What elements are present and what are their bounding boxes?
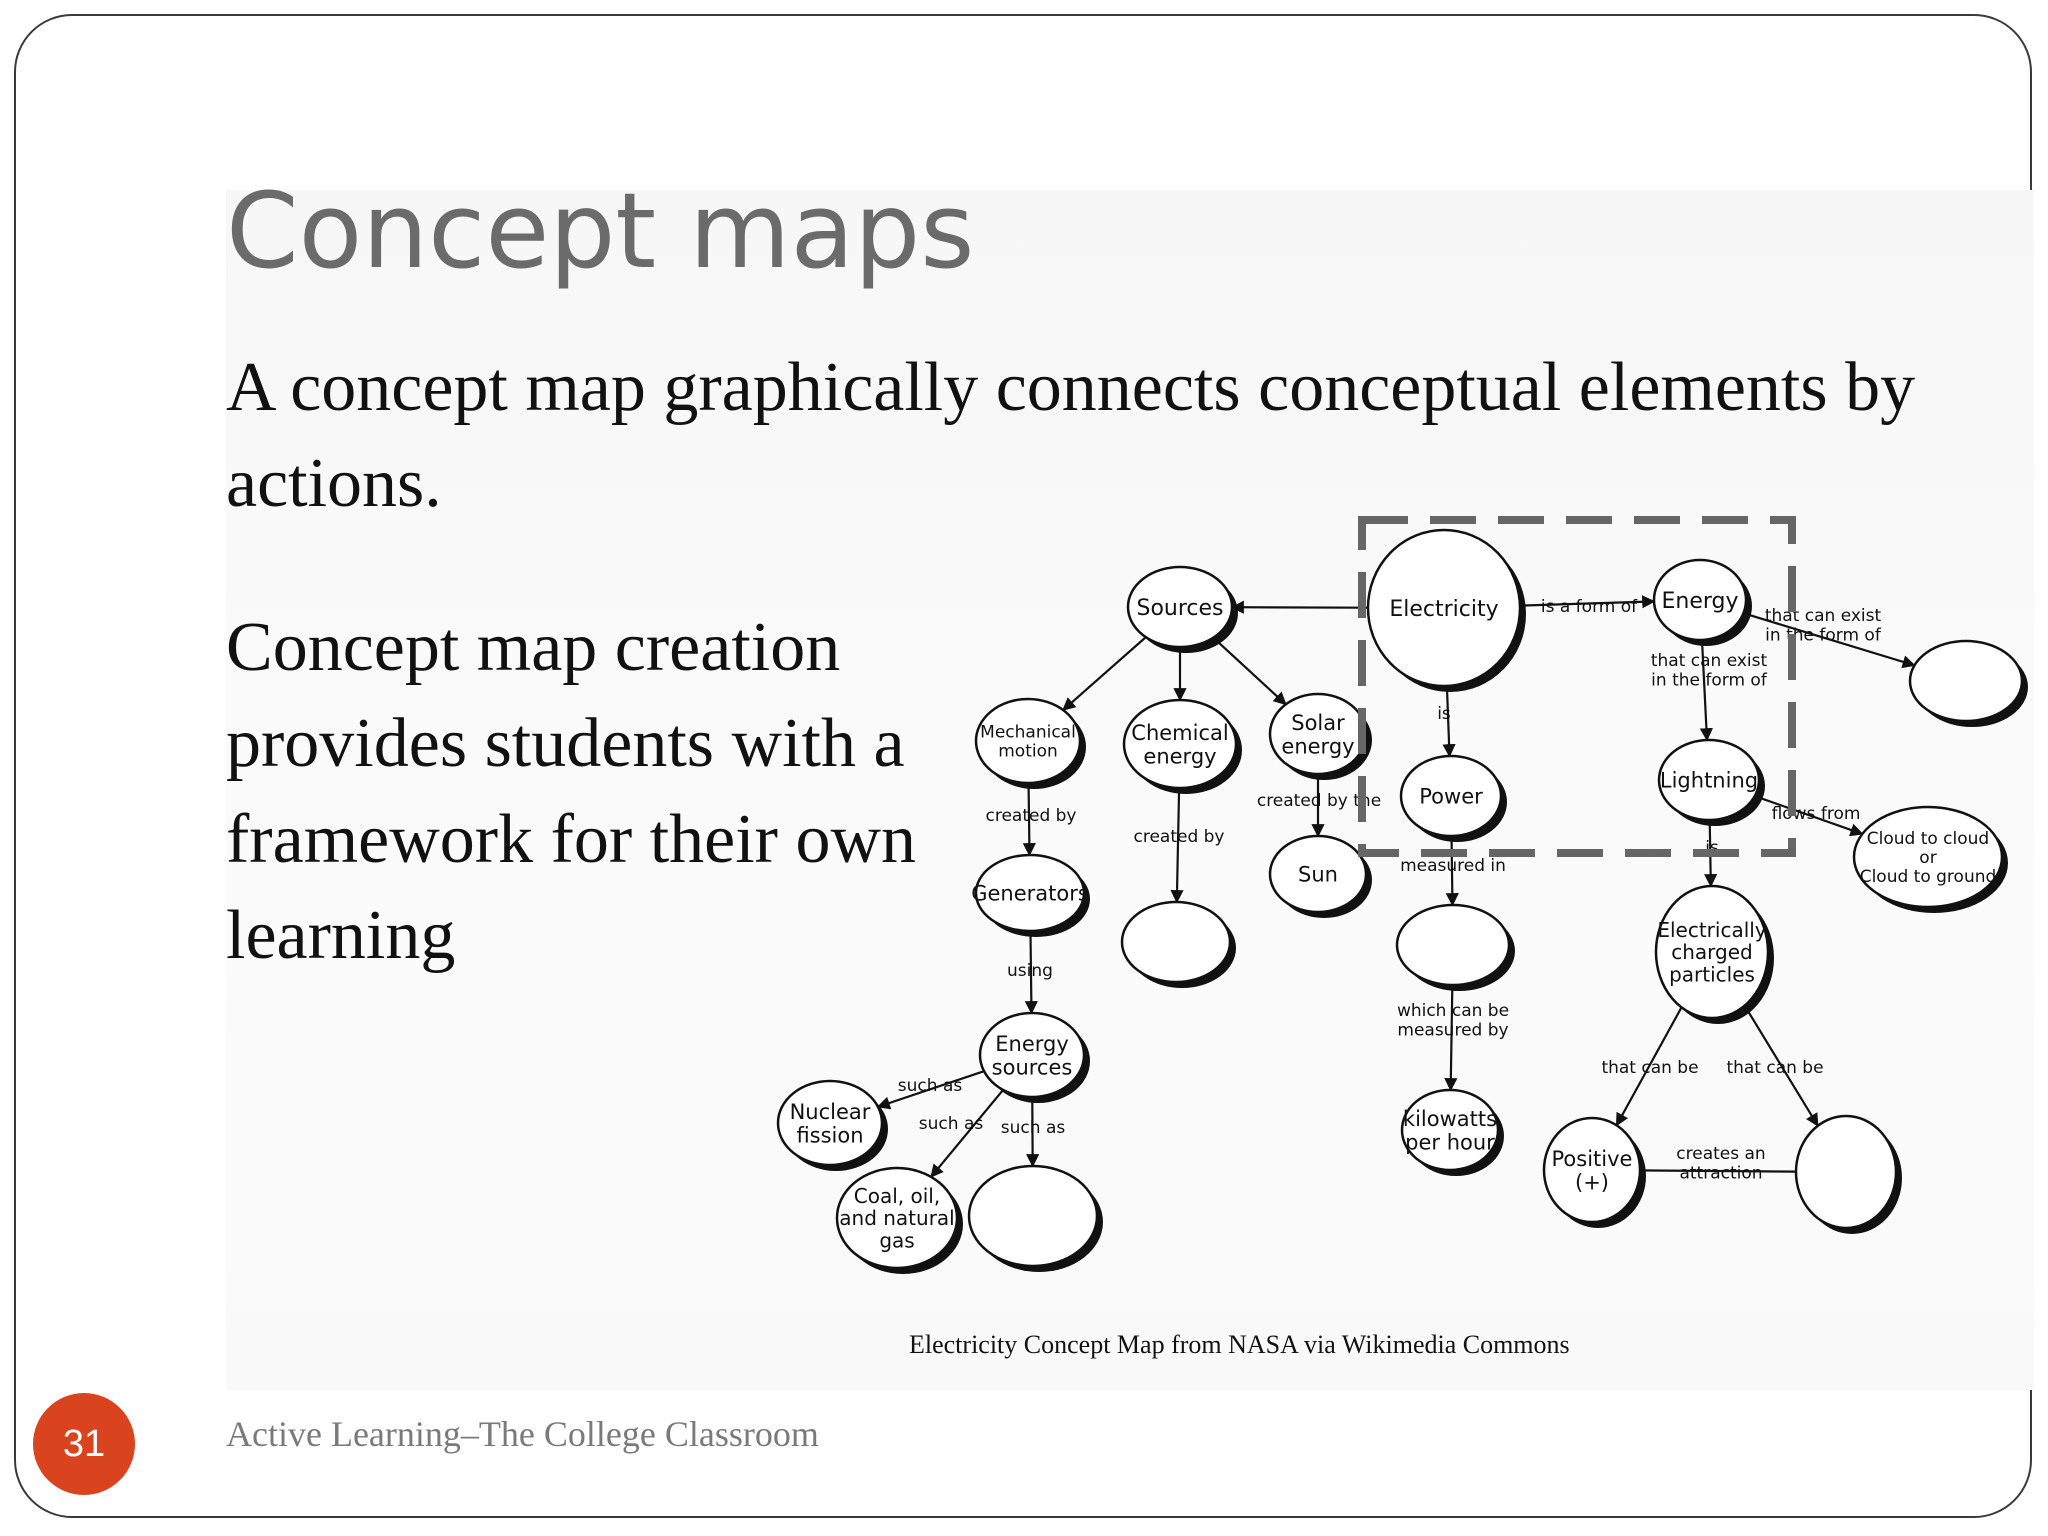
footer-text: Active Learning–The College Classroom (226, 1414, 819, 1454)
intro-text: A concept map graphically connects conce… (226, 349, 1916, 522)
figure-caption: Electricity Concept Map from NASA via Wi… (909, 1330, 1570, 1359)
page-number-badge: 31 (33, 1393, 135, 1495)
slide-title: Concept maps (226, 170, 975, 292)
bullet-text: Concept map creation provides students w… (226, 609, 917, 974)
